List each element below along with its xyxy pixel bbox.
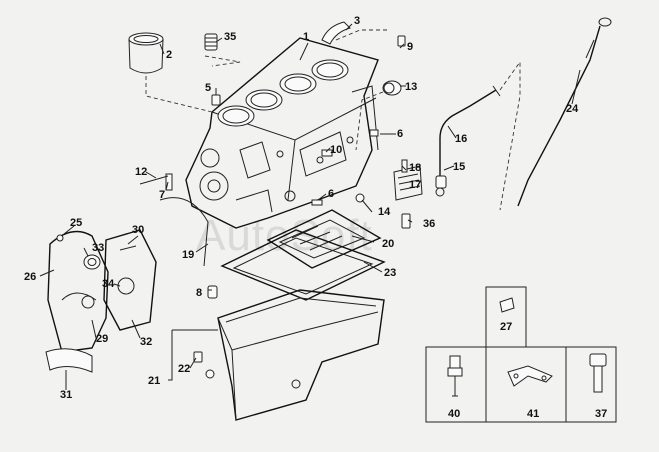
plug-5	[211, 94, 221, 106]
callout-labels: 1 2 3 5 6 6 7 8 9 10 12 13 14 15 16 17 1…	[24, 15, 607, 420]
callout-3: 3	[354, 15, 360, 27]
callout-5: 5	[205, 82, 211, 94]
bolt-36	[401, 213, 411, 229]
callout-22: 22	[178, 363, 190, 375]
callout-40: 40	[448, 408, 460, 420]
callout-13: 13	[405, 81, 417, 93]
tube-fitting	[435, 175, 447, 189]
callout-32: 32	[140, 336, 152, 348]
sump-gasket	[220, 229, 386, 301]
callout-23: 23	[384, 267, 396, 279]
dowel-7	[165, 173, 173, 191]
cylinder-liner	[128, 32, 164, 74]
engine-block	[185, 37, 379, 229]
callout-6a: 6	[397, 128, 403, 140]
callout-2: 2	[166, 49, 172, 61]
oil-sump	[217, 289, 385, 421]
stud-bolts	[204, 33, 218, 51]
callout-9: 9	[407, 41, 413, 53]
baffle-plate	[266, 209, 382, 269]
callout-18: 18	[409, 162, 421, 174]
pin-10	[321, 149, 333, 157]
callout-33: 33	[92, 242, 104, 254]
callout-6b: 6	[328, 188, 334, 200]
callout-10: 10	[330, 144, 342, 156]
drain-plug-8	[207, 285, 218, 299]
callout-14: 14	[378, 206, 391, 218]
stud-12	[139, 175, 169, 185]
callout-7: 7	[159, 189, 165, 201]
callout-35: 35	[224, 31, 236, 43]
callout-12: 12	[135, 166, 147, 178]
seal-33	[83, 254, 101, 270]
bracket-31	[45, 348, 93, 373]
callout-15: 15	[453, 161, 465, 173]
callout-25: 25	[70, 217, 82, 229]
oil-filler-cap	[382, 80, 402, 96]
callout-30: 30	[132, 224, 144, 236]
callout-17: 17	[409, 179, 421, 191]
callout-29: 29	[96, 333, 108, 345]
leader-lines	[39, 23, 581, 390]
callout-36: 36	[423, 218, 435, 230]
callout-21: 21	[148, 375, 160, 387]
callout-31: 31	[60, 389, 72, 401]
dipstick	[517, 17, 612, 207]
callout-19: 19	[182, 249, 194, 261]
dipstick-tube	[439, 89, 497, 176]
callout-8: 8	[196, 287, 202, 299]
pin-6a	[369, 129, 379, 137]
callout-24: 24	[566, 103, 579, 115]
callout-27: 27	[500, 321, 512, 333]
breather-hose	[321, 21, 351, 45]
callout-16: 16	[455, 133, 467, 145]
callout-41: 41	[527, 408, 539, 420]
callout-20: 20	[382, 238, 394, 250]
callout-26: 26	[24, 271, 36, 283]
detail-panels	[425, 286, 617, 423]
bolt-25	[56, 234, 64, 242]
sump-bolt-22	[193, 351, 203, 363]
cover-plate	[103, 229, 157, 331]
callout-1: 1	[303, 31, 309, 43]
callout-34: 34	[102, 278, 115, 290]
callout-37: 37	[595, 408, 607, 420]
rear-gasket	[159, 197, 209, 267]
pin-6b	[311, 199, 323, 206]
